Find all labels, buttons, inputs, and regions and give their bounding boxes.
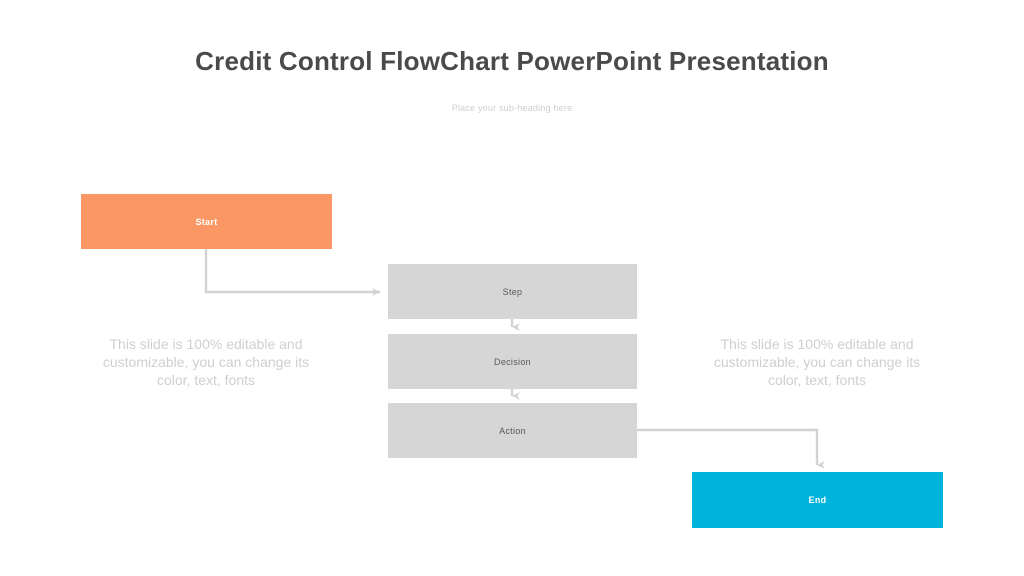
- flow-node-decision-label: Decision: [494, 356, 531, 367]
- flow-node-end-label: End: [808, 495, 827, 505]
- flow-node-start[interactable]: Start: [81, 194, 332, 249]
- annotation-right: This slide is 100% editable and customiz…: [713, 336, 921, 388]
- flow-node-start-label: Start: [195, 216, 218, 227]
- page-title: Credit Control FlowChart PowerPoint Pres…: [195, 46, 829, 76]
- connector-start-to-step: [204, 249, 380, 296]
- flow-node-step[interactable]: Step: [388, 264, 637, 319]
- flow-node-action-label: Action: [499, 425, 526, 436]
- page-subtitle: Place your sub-heading here: [451, 103, 573, 113]
- flow-node-action[interactable]: Action: [388, 403, 637, 458]
- flow-node-step-label: Step: [502, 286, 523, 297]
- flow-node-decision[interactable]: Decision: [388, 334, 637, 389]
- connector-action-to-end: [637, 428, 825, 469]
- annotation-left: This slide is 100% editable and customiz…: [102, 336, 310, 388]
- flow-node-end[interactable]: End: [692, 472, 943, 528]
